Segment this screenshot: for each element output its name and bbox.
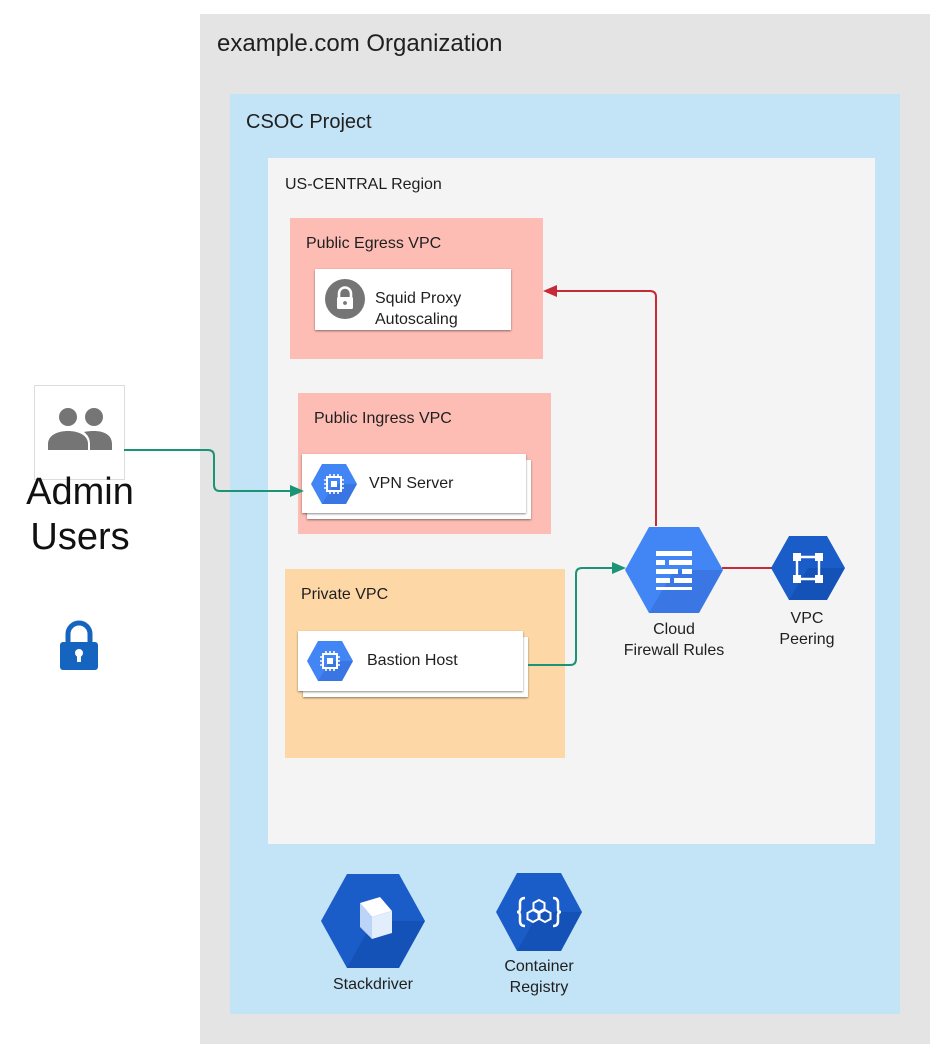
compute-engine-icon — [311, 464, 357, 504]
organization-title: example.com Organization — [217, 30, 503, 57]
public-ingress-vpc-title: Public Ingress VPC — [314, 410, 452, 427]
peering-label-line2: Peering — [779, 631, 835, 648]
public-egress-vpc-title: Public Egress VPC — [306, 235, 442, 252]
admin-users-card[interactable] — [35, 386, 124, 479]
stackdriver-label: Stackdriver — [332, 976, 414, 993]
peering-label-line1: VPC — [790, 610, 824, 627]
security-lock-icon — [60, 620, 98, 670]
admin-label: Admin — [26, 471, 134, 513]
firewall-label-line2: Firewall Rules — [623, 642, 725, 659]
project-title: CSOC Project — [246, 111, 372, 133]
users-icon — [48, 408, 112, 450]
private-vpc-title: Private VPC — [301, 586, 389, 603]
users-label: Users — [30, 516, 130, 558]
region-title: US-CENTRAL Region — [285, 176, 442, 193]
registry-label-line1: Container — [504, 958, 574, 975]
vpn-server-label: VPN Server — [369, 475, 454, 492]
bastion-host-label: Bastion Host — [367, 652, 458, 669]
firewall-label-line1: Cloud — [653, 621, 695, 638]
vpc-peering-icon[interactable] — [770, 535, 846, 601]
registry-label-line2: Registry — [509, 979, 569, 996]
compute-engine-icon — [307, 641, 353, 681]
firewall-icon[interactable] — [624, 526, 724, 614]
autoscaling-label: Autoscaling — [375, 311, 458, 328]
container-registry-icon[interactable] — [495, 872, 583, 952]
squid-proxy-label: Squid Proxy — [375, 290, 462, 307]
lock-icon — [325, 279, 365, 319]
stackdriver-icon[interactable] — [320, 873, 426, 969]
